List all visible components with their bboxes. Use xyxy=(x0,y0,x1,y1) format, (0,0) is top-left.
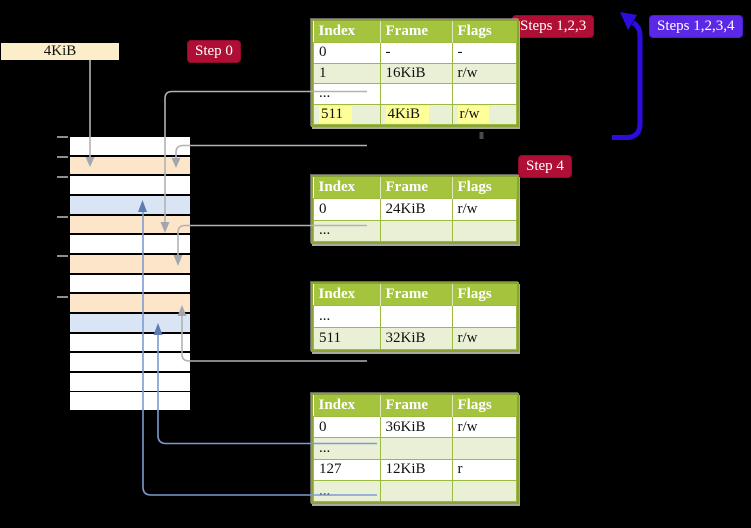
table-cell: ... xyxy=(313,219,381,242)
table-cell xyxy=(379,219,453,242)
column-header-frame: Frame xyxy=(379,395,452,417)
table-cell: 1 xyxy=(313,62,381,84)
memory-frame-row-white xyxy=(70,137,190,155)
table-cell: ... xyxy=(313,437,381,460)
memory-frame-row-orange xyxy=(70,294,190,312)
table-cell: 0 xyxy=(313,42,381,64)
table-cell: - xyxy=(451,42,517,64)
memory-frame-row-white xyxy=(70,392,190,411)
table-cell: r/w xyxy=(451,62,517,84)
frame-size-label: 4KiB xyxy=(1,43,119,60)
table-cell xyxy=(451,219,517,242)
memory-frame-row-orange xyxy=(70,215,190,234)
memory-tick xyxy=(57,135,68,138)
table-row: ... xyxy=(313,305,517,328)
column-header-index: Index xyxy=(313,395,380,417)
column-header-frame: Frame xyxy=(379,284,452,306)
memory-frame-row-white xyxy=(70,353,190,371)
column-header-flags: Flags xyxy=(451,395,517,417)
table-cell xyxy=(379,479,453,503)
table-cell: 0 xyxy=(313,415,381,439)
table-row: ... xyxy=(313,219,517,242)
step-4-badge: Step 4 xyxy=(518,155,572,178)
column-header-index: Index xyxy=(313,284,380,306)
column-header-index: Index xyxy=(313,21,380,43)
column-header-flags: Flags xyxy=(451,177,517,199)
step-0-badge: Step 0 xyxy=(187,40,241,63)
table-cell: ... xyxy=(313,83,381,105)
table-cell: 0 xyxy=(313,198,381,221)
memory-frame-row-white xyxy=(70,176,190,195)
table-row: 511 4KiB r/w xyxy=(313,103,517,125)
table1-edge-mark xyxy=(479,132,484,139)
highlighted-value: 511 xyxy=(319,105,352,123)
table-cell: 16KiB xyxy=(379,62,453,84)
highlighted-value: r/w xyxy=(457,105,489,123)
table-cell: 4KiB xyxy=(379,103,453,125)
steps-123-badge: Steps 1,2,3 xyxy=(512,15,595,38)
connector-table1-row511 xyxy=(175,144,367,158)
memory-frame-row-orange xyxy=(70,156,190,175)
memory-frame-row-orange xyxy=(70,254,190,273)
physical-memory-stack xyxy=(70,137,190,413)
memory-tick xyxy=(57,255,68,257)
steps-loop-arrowhead-icon xyxy=(620,12,637,30)
column-header-flags: Flags xyxy=(451,21,517,43)
memory-tick xyxy=(57,295,68,298)
table-cell: 24KiB xyxy=(379,198,453,221)
table-cell: r xyxy=(451,458,517,481)
table-cell: r/w xyxy=(451,327,517,350)
memory-frame-row-white xyxy=(70,235,190,254)
column-header-frame: Frame xyxy=(379,177,452,199)
memory-frame-row-blue xyxy=(70,195,190,214)
table-cell xyxy=(451,437,517,460)
column-header-frame: Frame xyxy=(379,21,452,43)
table-cell: 32KiB xyxy=(379,327,453,350)
column-header-flags: Flags xyxy=(451,284,517,306)
table-cell xyxy=(379,83,453,105)
memory-frame-row-white xyxy=(70,274,190,293)
steps-loop-arrow xyxy=(612,20,643,140)
table-cell: 36KiB xyxy=(379,415,453,439)
table-cell xyxy=(451,305,517,328)
table-cell: r/w xyxy=(451,103,517,125)
memory-frame-row-blue xyxy=(70,313,190,332)
table-row: ... xyxy=(313,437,517,460)
table-cell: 127 xyxy=(313,458,381,481)
table-cell xyxy=(379,305,453,328)
memory-frame-row-white xyxy=(70,333,190,352)
table-cell: ... xyxy=(313,305,381,328)
table-cell: r/w xyxy=(451,415,517,439)
memory-tick xyxy=(57,176,68,178)
table-cell: r/w xyxy=(451,198,517,221)
table-cell: 511 xyxy=(313,103,381,125)
memory-tick xyxy=(57,156,68,158)
table-cell xyxy=(451,479,517,503)
table-row: ... xyxy=(313,479,517,503)
table-cell: - xyxy=(379,42,453,64)
table-cell xyxy=(379,437,453,460)
table-cell: ... xyxy=(313,479,381,503)
table-row: 0-- xyxy=(313,42,517,64)
table-row: ... xyxy=(313,83,517,105)
steps-1234-badge: Steps 1,2,3,4 xyxy=(649,15,743,38)
table-cell: 12KiB xyxy=(379,458,453,481)
memory-tick xyxy=(57,215,68,218)
memory-frame-row-white xyxy=(70,372,190,391)
highlighted-value: 4KiB xyxy=(385,105,430,123)
table-cell: 511 xyxy=(313,327,381,350)
column-header-index: Index xyxy=(313,177,380,199)
table-cell xyxy=(451,83,517,105)
